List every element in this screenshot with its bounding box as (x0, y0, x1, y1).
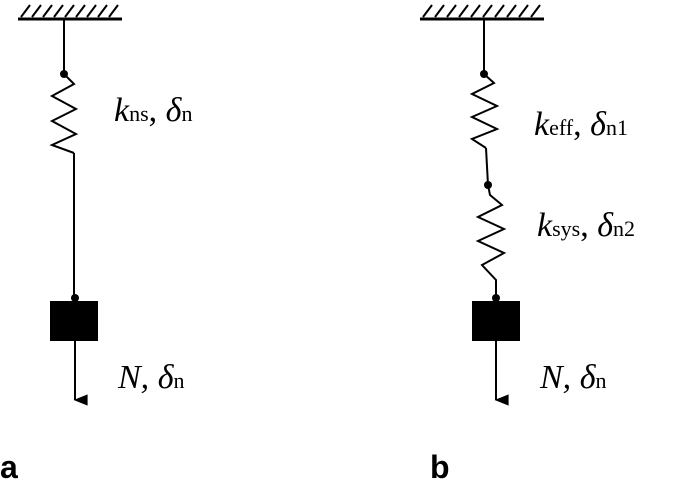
load-delta-subscript: n (596, 368, 607, 393)
panel-b: keff, δn1 ksys, δn2 N, δn b (420, 4, 635, 482)
spring-a (49, 19, 79, 298)
panel-label-b: b (430, 449, 450, 482)
ceiling-support-a (18, 4, 122, 21)
mass-block-b (472, 301, 520, 341)
load-delta-symbol: δ (580, 359, 597, 396)
spring-top-k-symbol: k (534, 106, 550, 143)
joint-a-top (60, 70, 68, 78)
spring-label-a: kns, δn (114, 92, 192, 129)
joint-b-mass (492, 294, 500, 302)
load-force-symbol: N, (539, 359, 571, 396)
joint-b-top (480, 70, 488, 78)
spring-b-bottom (475, 184, 507, 298)
spring-top-delta-subscript: n1 (606, 115, 628, 140)
spring-b-top (469, 19, 500, 186)
joint-a-mass (71, 294, 79, 302)
load-label-a: N, δn (117, 359, 185, 396)
load-label-b: N, δn (539, 359, 607, 396)
spring-top-delta-symbol: δ (590, 106, 607, 143)
spring-delta-subscript: n (181, 101, 192, 126)
spring-bottom-label-b: ksys, δn2 (537, 207, 635, 244)
spring-k-subscript: ns (129, 101, 149, 126)
load-delta-subscript: n (174, 368, 185, 393)
spring-top-label-b: keff, δn1 (534, 106, 628, 143)
mass-block-a (50, 301, 98, 341)
spring-k-symbol: k (114, 92, 130, 129)
panel-a: kns, δn N, δn a (0, 4, 192, 482)
ceiling-support-b (420, 4, 544, 21)
panel-label-a: a (0, 449, 18, 482)
load-delta-symbol: δ (158, 359, 175, 396)
spring-delta-symbol: δ (166, 92, 183, 129)
spring-bottom-delta-symbol: δ (597, 207, 614, 244)
spring-top-k-subscript: eff (549, 115, 574, 140)
load-force-symbol: N, (117, 359, 149, 396)
spring-bottom-k-symbol: k (537, 207, 553, 244)
spring-bottom-delta-subscript: n2 (613, 216, 635, 241)
spring-bottom-k-subscript: sys (552, 216, 580, 241)
